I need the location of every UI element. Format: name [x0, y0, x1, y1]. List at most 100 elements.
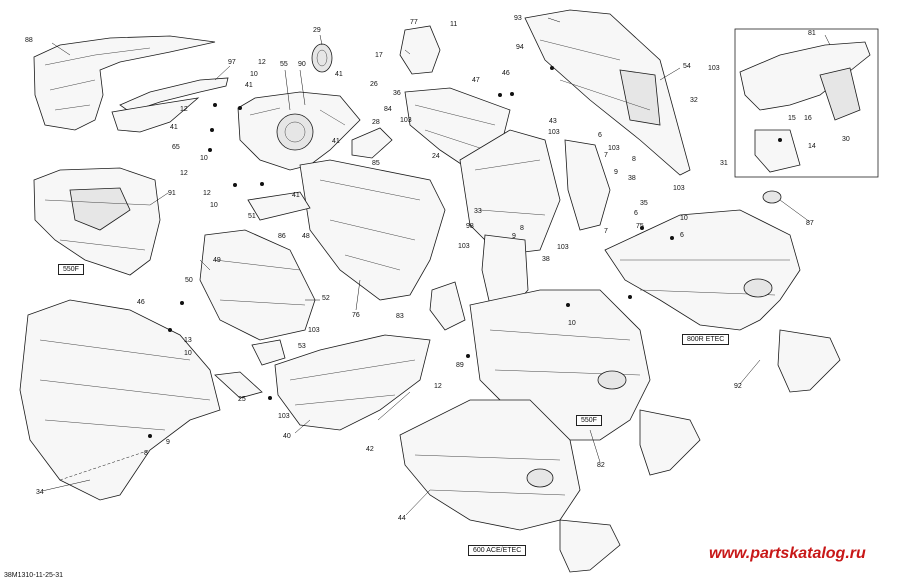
callout-label: 9 [614, 169, 618, 176]
part-43-shroud [459, 129, 561, 256]
part-34-fairing [19, 299, 221, 501]
callout-label: 9 [166, 439, 170, 446]
callout-label: 76 [352, 312, 360, 319]
callout-label: 41 [332, 138, 340, 145]
part-44-tunnel [399, 399, 621, 573]
callout-label: 52 [322, 295, 330, 302]
variant-label-600-ace-etec: 600 ACE/ETEC [468, 545, 527, 556]
callout-label: 85 [372, 160, 380, 167]
callout-label: 35 [640, 200, 648, 207]
callout-label: 41 [335, 71, 343, 78]
callout-label: 47 [472, 77, 480, 84]
callout-label: 32 [690, 97, 698, 104]
callout-label: 51 [248, 213, 256, 220]
callout-label: 82 [597, 462, 605, 469]
callout-label: 24 [432, 153, 440, 160]
diagram-reference-code: 38M1310-11-25-31 [4, 572, 64, 579]
callout-label: 16 [804, 115, 812, 122]
watermark-text: www.partskatalog.ru [709, 545, 866, 562]
callout-label: 55 [280, 61, 288, 68]
callout-label: 103 [608, 145, 620, 152]
callout-label: 84 [384, 106, 392, 113]
callout-label: 42 [366, 446, 374, 453]
callout-label: 103 [708, 65, 720, 72]
callout-label: 87 [806, 220, 814, 227]
callout-label: 41 [170, 124, 178, 131]
callout-label: 94 [516, 44, 524, 51]
callout-label: 14 [808, 143, 816, 150]
part-92-tunnel [604, 209, 841, 393]
callout-label: 83 [396, 313, 404, 320]
part-54-shroud [524, 9, 691, 176]
variant-label-550f: 550F [58, 264, 84, 275]
callout-label: 25 [238, 396, 246, 403]
callout-label: 15 [788, 115, 796, 122]
callout-label: 48 [302, 233, 310, 240]
callout-label: 10 [680, 215, 688, 222]
callout-label: 38 [628, 175, 636, 182]
callout-label: 103 [548, 129, 560, 136]
callout-label: 40 [283, 433, 291, 440]
callout-label: 12 [180, 170, 188, 177]
callout-label: 9 [512, 233, 516, 240]
part-88-panel [33, 35, 216, 131]
callout-label: 65 [172, 144, 180, 151]
callout-label: 8 [144, 450, 148, 457]
callout-label: 36 [393, 90, 401, 97]
callout-label: 8 [632, 156, 636, 163]
callout-label: 43 [549, 118, 557, 125]
callout-label: 6 [680, 232, 684, 239]
callout-label: 10 [568, 320, 576, 327]
part-9-bracket [564, 139, 611, 231]
callout-label: 54 [683, 63, 691, 70]
callout-label: 91 [168, 190, 176, 197]
callout-label: 103 [458, 243, 470, 250]
callout-label: 12 [258, 59, 266, 66]
part-48-panel [299, 159, 446, 301]
callout-label: 75 [636, 223, 644, 230]
variant-label-800r-etec: 800R ETEC [682, 334, 730, 345]
part-42-rod [377, 391, 411, 421]
callout-label: 12 [180, 106, 188, 113]
callout-label: 6 [634, 210, 638, 217]
part-97-lower-trim [111, 97, 200, 133]
callout-label: 103 [673, 185, 685, 192]
callout-label: 38 [542, 256, 550, 263]
callout-label: 34 [36, 489, 44, 496]
callout-label: 103 [278, 413, 290, 420]
callout-label: 77 [410, 19, 418, 26]
callout-label: 97 [228, 59, 236, 66]
callout-label: 28 [372, 119, 380, 126]
leader-lines [41, 17, 831, 516]
part-29-cap [311, 43, 333, 73]
inset-box [734, 28, 879, 178]
callout-label: 81 [808, 30, 816, 37]
callout-label: 103 [557, 244, 569, 251]
callout-label: 10 [210, 202, 218, 209]
callout-label: 49 [213, 257, 221, 264]
callout-label: 7 [604, 152, 608, 159]
callout-label: 26 [370, 81, 378, 88]
callout-label: 31 [720, 160, 728, 167]
callout-labels: 88 97 12 10 41 12 41 65 12 10 12 10 41 5… [25, 15, 850, 522]
callout-label: 13 [184, 337, 192, 344]
callout-label: 98 [466, 223, 474, 230]
callout-label: 103 [400, 117, 412, 124]
callout-label: 8 [520, 225, 524, 232]
callout-label: 29 [313, 27, 321, 34]
part-91-gauge-cluster [33, 167, 161, 276]
callout-label: 86 [278, 233, 286, 240]
callout-label: 93 [514, 15, 522, 22]
callout-label: 30 [842, 136, 850, 143]
part-85-bracket [351, 127, 393, 159]
callout-label: 46 [137, 299, 145, 306]
callout-label: 44 [398, 515, 406, 522]
callout-label: 17 [375, 52, 383, 59]
callout-label: 11 [450, 21, 457, 28]
part-55-console [237, 91, 361, 171]
callout-label: 41 [292, 192, 300, 199]
part-86-strip [247, 191, 311, 221]
callout-label: 50 [185, 277, 193, 284]
